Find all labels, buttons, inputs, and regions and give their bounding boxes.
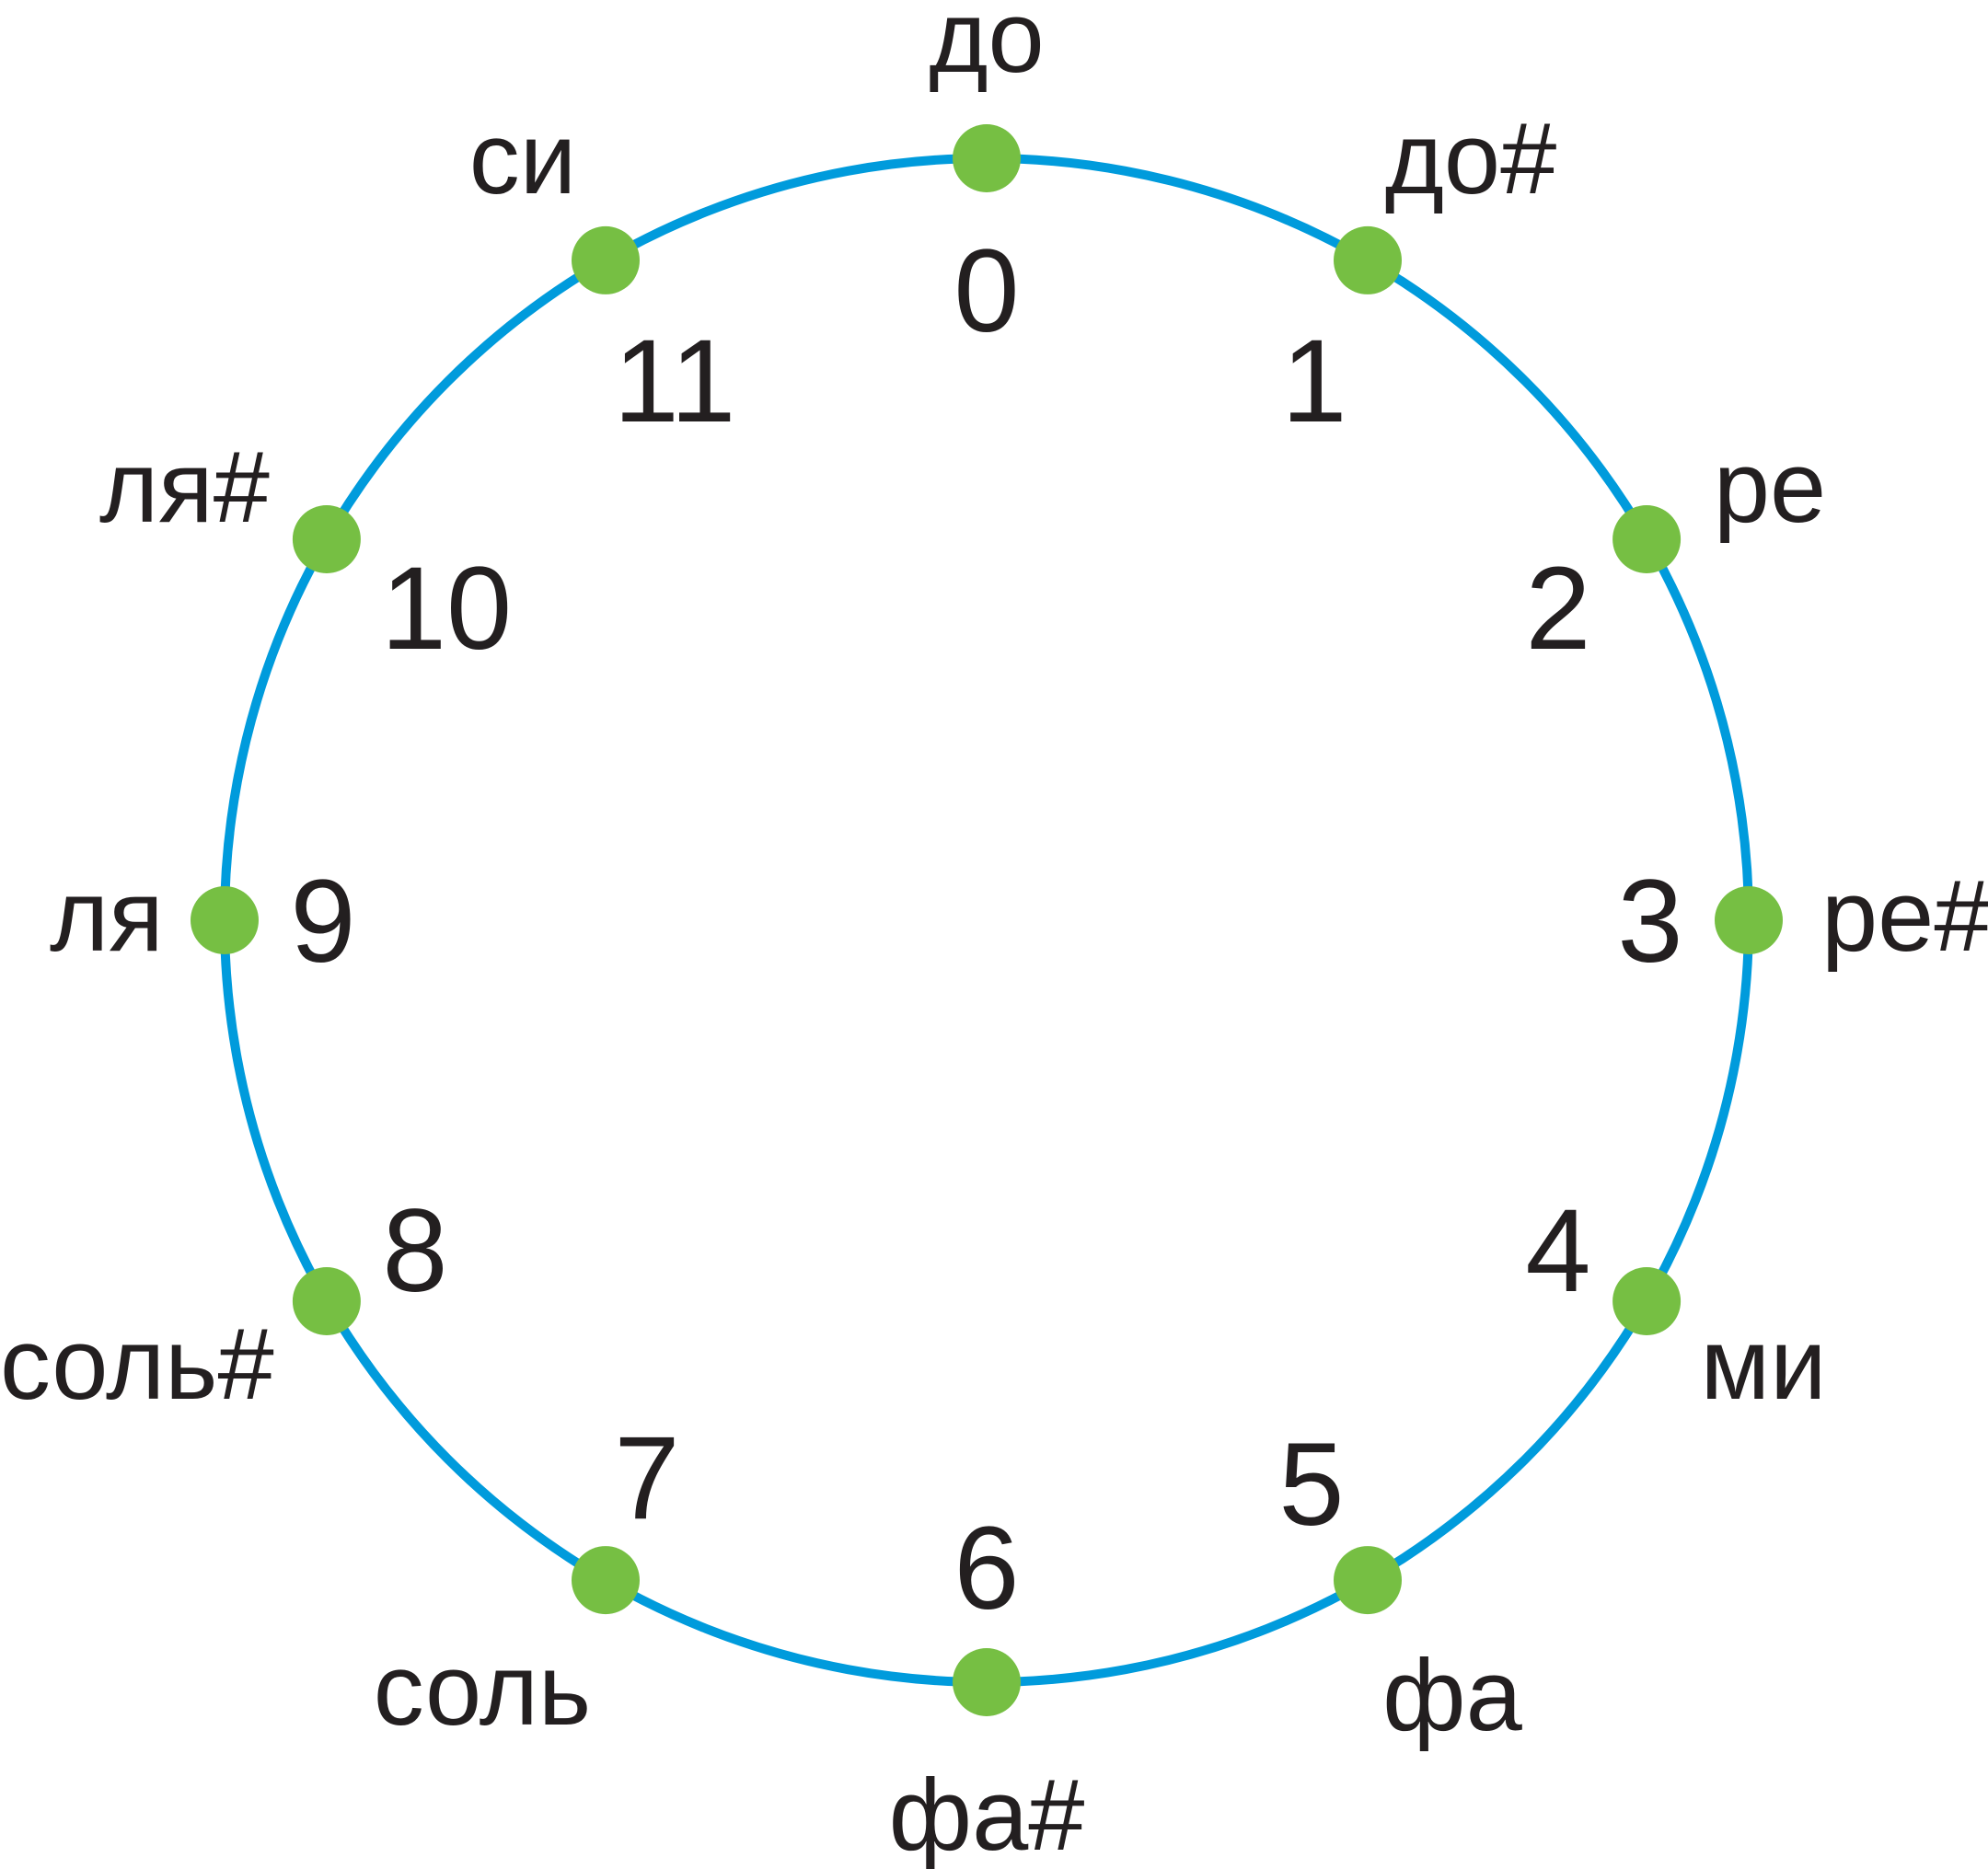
pitch-dot-11 xyxy=(572,225,640,294)
number-label-5: 5 xyxy=(1278,1419,1344,1551)
pitch-dot-10 xyxy=(292,505,361,573)
pitch-dot-4 xyxy=(1612,1267,1682,1335)
note-label-la: ля xyxy=(50,860,164,973)
note-label-re: ре xyxy=(1714,431,1826,544)
pitch-dot-9 xyxy=(191,886,259,954)
note-label-fa: фа xyxy=(1382,1639,1523,1752)
pitch-dot-1 xyxy=(1334,225,1402,294)
number-label-9: 9 xyxy=(290,856,355,987)
number-label-4: 4 xyxy=(1525,1185,1590,1317)
pitch-dot-3 xyxy=(1715,886,1783,954)
number-label-0: 0 xyxy=(954,225,1019,357)
note-label-do: до xyxy=(929,0,1044,94)
number-label-10: 10 xyxy=(381,543,512,675)
note-label-mi: ми xyxy=(1700,1308,1826,1421)
number-label-2: 2 xyxy=(1525,543,1590,675)
pitch-dot-2 xyxy=(1612,505,1682,573)
pitch-dot-6 xyxy=(953,1648,1021,1716)
pitch-circle xyxy=(220,154,1753,1687)
note-label-do-sharp: до# xyxy=(1385,102,1557,215)
number-label-11: 11 xyxy=(614,316,736,447)
pitch-dot-5 xyxy=(1334,1546,1402,1615)
number-label-3: 3 xyxy=(1617,856,1682,987)
note-label-fa-sharp: фа# xyxy=(889,1759,1085,1869)
note-label-si: си xyxy=(469,102,576,215)
pitch-dot-8 xyxy=(292,1267,361,1335)
number-label-1: 1 xyxy=(1281,316,1347,447)
note-label-re-sharp: ре# xyxy=(1821,860,1988,973)
number-label-6: 6 xyxy=(954,1503,1019,1634)
note-label-sol-sharp: соль# xyxy=(0,1308,274,1421)
pitch-dot-0 xyxy=(953,124,1021,192)
number-label-7: 7 xyxy=(614,1413,679,1544)
number-label-8: 8 xyxy=(382,1185,447,1317)
note-label-sol: соль xyxy=(374,1633,592,1747)
note-label-la-sharp: ля# xyxy=(99,431,270,544)
pitch-dot-7 xyxy=(572,1546,640,1615)
